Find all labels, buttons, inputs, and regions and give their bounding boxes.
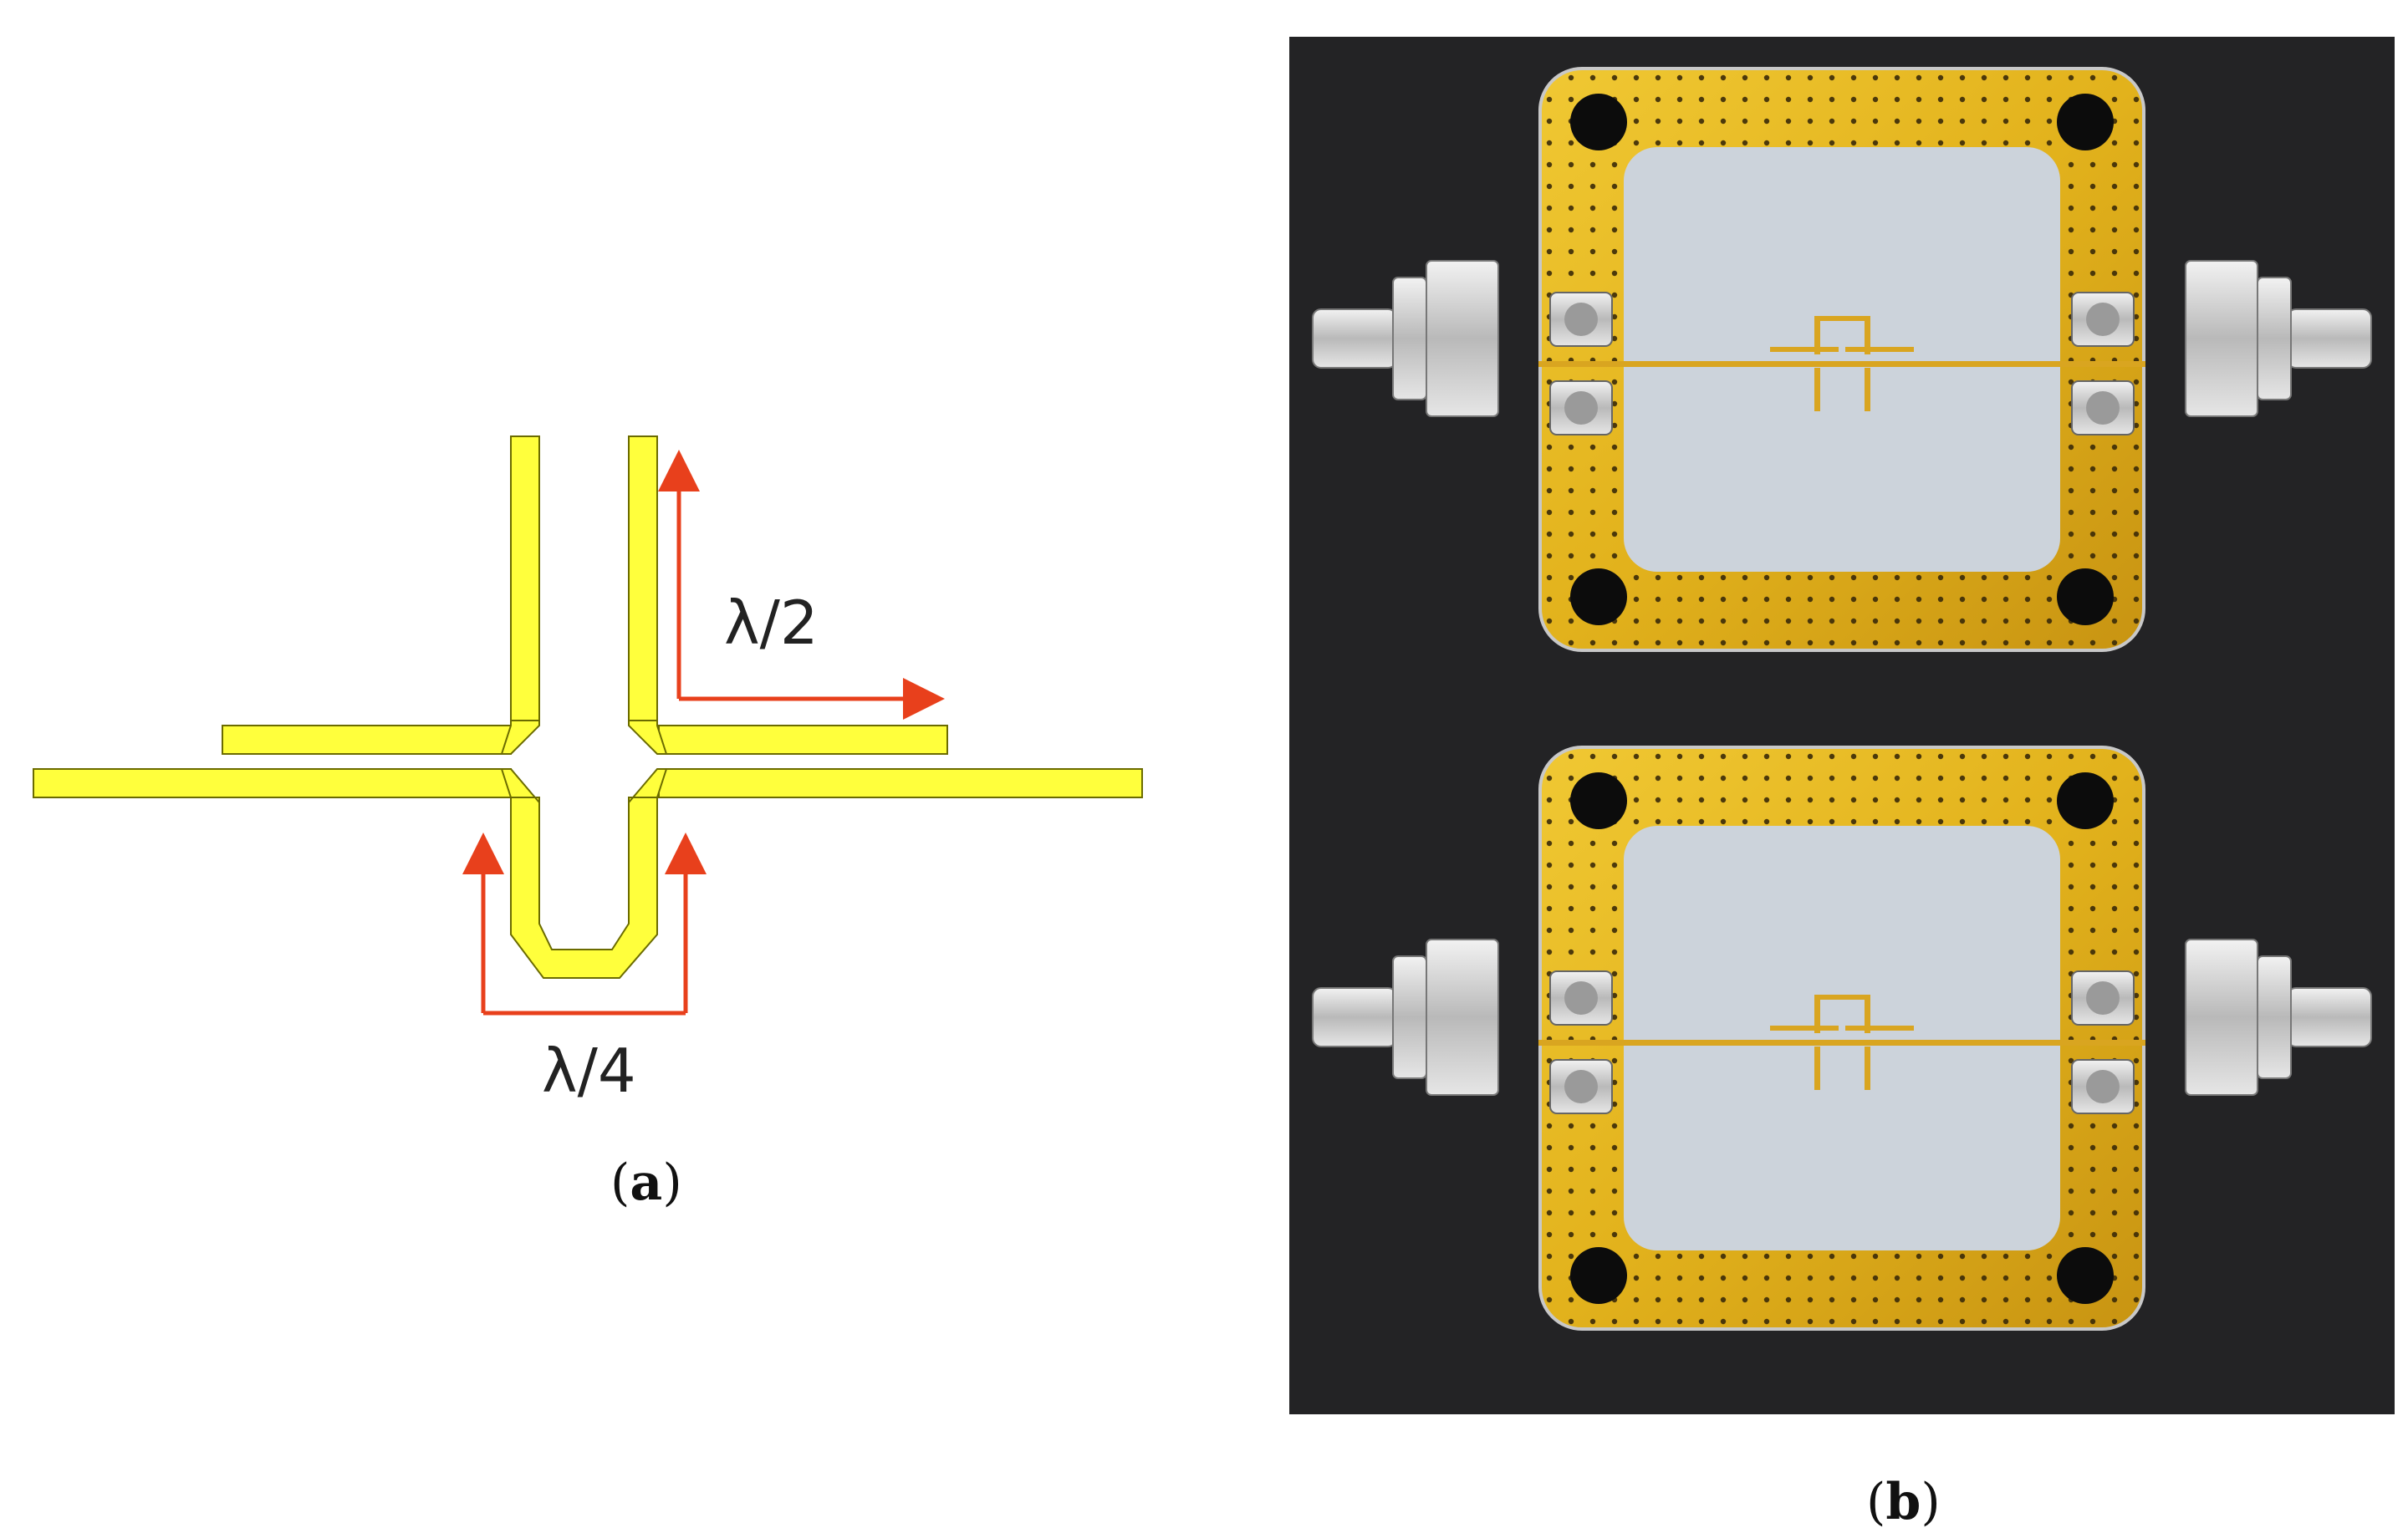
open-stub-left xyxy=(510,435,540,721)
coupled-stub-left xyxy=(222,725,512,755)
filter-board-bottom xyxy=(1538,745,2146,1332)
feed-line-right xyxy=(658,768,1143,798)
feed-line-left xyxy=(33,768,512,798)
filter-layout-diagram: λ/2 λ/4 xyxy=(33,435,1143,1106)
quarter-wavelength-label: λ/4 xyxy=(542,1036,636,1106)
filter-board-top xyxy=(1538,66,2146,653)
mitre-join-upper-right xyxy=(628,720,668,755)
coupled-stub-right xyxy=(658,725,948,755)
fabricated-filters-photo xyxy=(1289,37,2395,1414)
mitre-join-lower-left xyxy=(500,768,540,805)
u-resonator xyxy=(510,797,658,979)
panel-a-caption: (a) xyxy=(610,1154,682,1212)
mitre-join-lower-right xyxy=(628,768,668,805)
panel-b-caption: (b) xyxy=(1866,1473,1941,1531)
open-stub-right xyxy=(628,435,658,721)
half-wavelength-label: λ/2 xyxy=(724,588,819,658)
mitre-join-upper-left xyxy=(500,720,540,755)
